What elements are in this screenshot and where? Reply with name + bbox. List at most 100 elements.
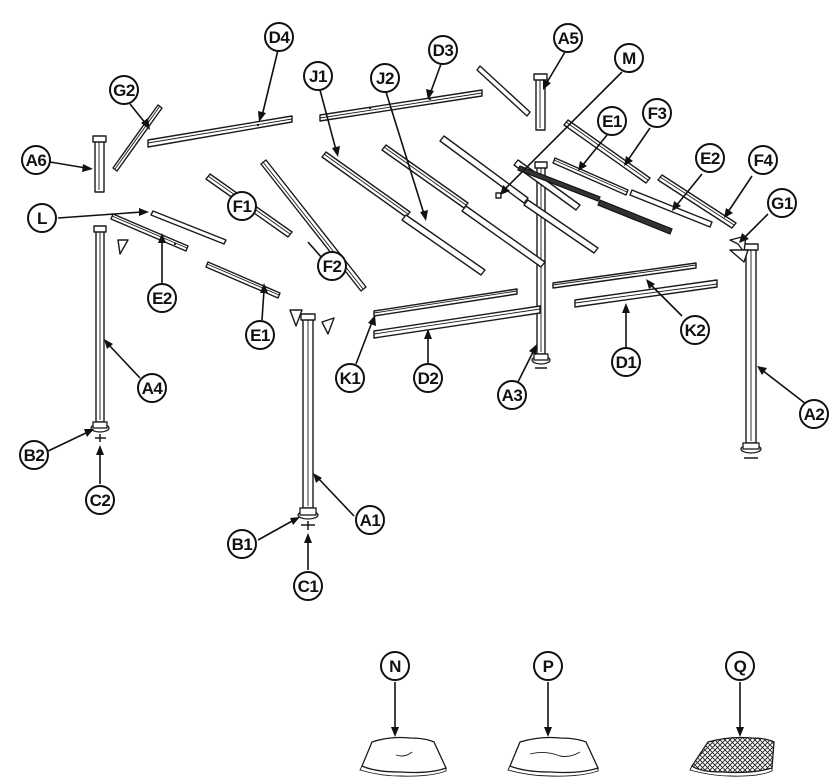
svg-text:E1: E1 [250,326,270,345]
side-bar-e2-left [110,213,189,252]
callout-m: M [614,43,644,73]
svg-text:C2: C2 [90,491,111,510]
svg-text:D4: D4 [269,28,291,47]
bracket-a5-arm [476,65,531,117]
beam-l [150,210,227,245]
rafter-j2-lower [461,205,546,268]
svg-text:F3: F3 [648,104,667,123]
callout-j1: J1 [303,61,333,91]
callout-q: Q [725,651,755,681]
svg-text:A1: A1 [360,511,381,530]
svg-text:D3: D3 [433,41,454,60]
callout-c1: C1 [293,571,323,601]
svg-text:L: L [37,209,47,228]
post-a2 [743,243,759,444]
callout-j2: J2 [370,63,400,93]
svg-text:E2: E2 [700,149,720,168]
callout-c2: C2 [85,485,115,515]
svg-text:K2: K2 [685,321,706,340]
foot-a3 [531,353,551,369]
svg-text:D1: D1 [616,353,637,372]
side-bar-e1-right [552,157,629,196]
callout-a3: A3 [497,380,527,410]
beam-k1 [373,288,518,317]
beam-d3 [319,89,483,122]
callout-l: L [27,203,57,233]
post-a5 [533,73,548,131]
svg-text:C1: C1 [298,577,319,596]
foot-b1 [297,507,319,530]
callout-p: P [533,651,563,681]
rafter-f4 [657,174,737,229]
svg-text:G1: G1 [771,194,793,213]
callout-a5: A5 [553,23,583,53]
svg-text:A6: A6 [26,151,47,170]
leader-lines [45,49,807,737]
callout-b2: B2 [19,440,49,470]
svg-text:D2: D2 [418,369,439,388]
callout-e1-right: E1 [597,106,627,136]
svg-text:E1: E1 [602,112,622,131]
callout-a6: A6 [21,145,51,175]
post-a6 [92,135,107,193]
svg-text:E2: E2 [152,289,172,308]
svg-text:Q: Q [734,657,747,676]
beam-d4 [147,115,293,148]
rafter-j2 [381,144,469,209]
beam-d2 [373,305,541,339]
side-bar-e2-right [597,199,673,235]
callout-a2: A2 [799,399,829,429]
rafter-mid-2 [523,199,599,254]
callout-b1: B1 [227,529,257,559]
callout-k2: K2 [680,315,710,345]
callout-d3: D3 [428,35,458,65]
post-a1 [300,313,316,509]
callout-e2-right: E2 [695,143,725,173]
svg-text:B2: B2 [24,446,45,465]
callout-e2-left: E2 [147,283,177,313]
side-bar-e2-right-upper [629,189,713,228]
bracket-g2 [112,104,163,172]
callout-d4: D4 [264,22,294,52]
callout-n: N [380,651,410,681]
svg-text:P: P [543,657,554,676]
callout-a4: A4 [137,373,167,403]
foot-b2 [90,421,110,442]
callout-f4: F4 [748,145,778,175]
side-bar-m-upper [517,165,601,202]
svg-text:A3: A3 [502,386,523,405]
connector-m [495,192,502,199]
callout-a1: A1 [355,505,385,535]
svg-text:A5: A5 [558,29,579,48]
beam-k2 [552,262,697,289]
svg-text:A2: A2 [804,405,825,424]
svg-text:B1: B1 [232,535,253,554]
callout-f1: F1 [227,191,257,221]
rafter-j1-lower [401,214,486,276]
post-a4 [93,225,107,423]
cushion-p [507,736,599,777]
svg-text:N: N [389,657,401,676]
rafter-mid-1 [439,135,529,204]
svg-text:J1: J1 [309,67,327,86]
callout-g1: G1 [767,188,797,218]
beam-d1 [574,279,718,308]
callout-d1: D1 [611,347,641,377]
callout-g2: G2 [109,75,139,105]
corner-bracket-front-1 [289,309,303,327]
svg-text:M: M [622,49,636,68]
corner-bracket-left [117,239,129,255]
callout-f3: F3 [642,98,672,128]
corner-bracket-front-2 [321,317,335,335]
side-bar-e1-left [205,261,281,299]
cushion-n [359,736,447,777]
callout-k1: K1 [335,363,365,393]
svg-text:A4: A4 [142,379,164,398]
rafter-f3 [563,119,651,184]
callout-d2: D2 [413,363,443,393]
svg-text:K1: K1 [340,369,361,388]
cushion-q-mesh [689,736,775,777]
rafter-j1 [321,151,411,218]
svg-text:F4: F4 [754,151,774,170]
